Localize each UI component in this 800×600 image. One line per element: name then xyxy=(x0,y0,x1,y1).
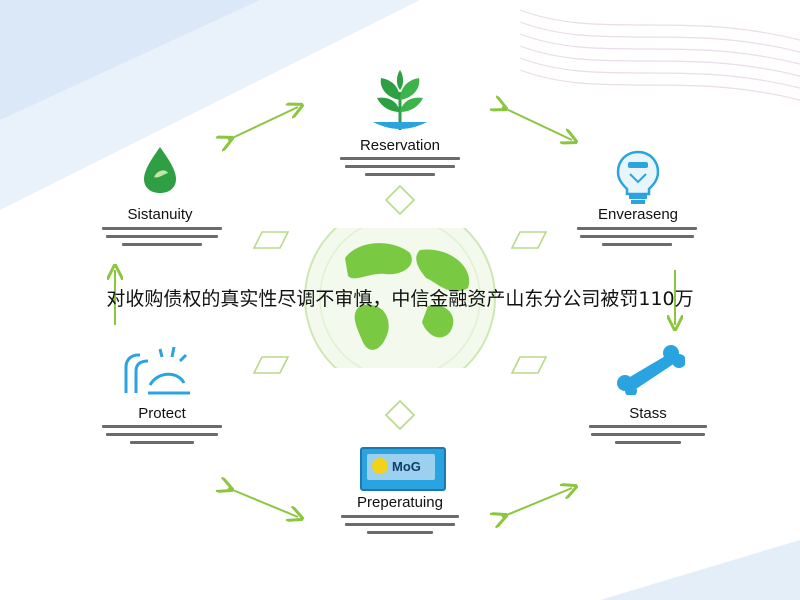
node-description-reservation xyxy=(340,152,460,176)
bone-icon xyxy=(617,345,685,395)
globe-icon xyxy=(304,228,496,368)
lightbulb-icon xyxy=(616,150,660,204)
diamond-right-top xyxy=(510,231,548,249)
node-label-stass: Stass xyxy=(629,405,667,422)
diamond-left-top xyxy=(252,231,290,249)
arrow-top-right xyxy=(502,107,572,140)
node-description-enveraseng xyxy=(577,222,697,246)
leaf-drop-icon xyxy=(144,147,176,193)
mog-badge-text: MoG xyxy=(392,459,421,474)
diamond-right-bottom xyxy=(510,356,548,374)
arrow-bottom-left xyxy=(228,488,298,517)
node-label-sistanuity: Sistanuity xyxy=(127,206,193,223)
node-label-reservation: Reservation xyxy=(359,137,441,154)
arrow-bottom-right xyxy=(502,488,572,517)
node-label-enveraseng: Enveraseng xyxy=(597,206,679,223)
diamond-bottom xyxy=(384,399,416,431)
node-description-sistanuity xyxy=(102,222,222,246)
node-description-preperatuing xyxy=(340,510,460,534)
arrow-top-left xyxy=(228,107,298,140)
sprout-icon xyxy=(373,70,427,130)
node-description-stass xyxy=(588,420,708,444)
headline-caption: 对收购债权的真实性尽调不审慎，中信金融资产山东分公司被罚110万 xyxy=(106,288,694,310)
diamond-top xyxy=(384,184,416,216)
mog-badge-icon: MoG xyxy=(360,447,446,491)
diamond-left-bottom xyxy=(252,356,290,374)
node-label-preperatuing: Preperatuing xyxy=(357,494,443,511)
protect-wave-icon xyxy=(124,346,190,395)
node-description-protect xyxy=(102,420,222,444)
node-label-protect: Protect xyxy=(138,405,186,422)
